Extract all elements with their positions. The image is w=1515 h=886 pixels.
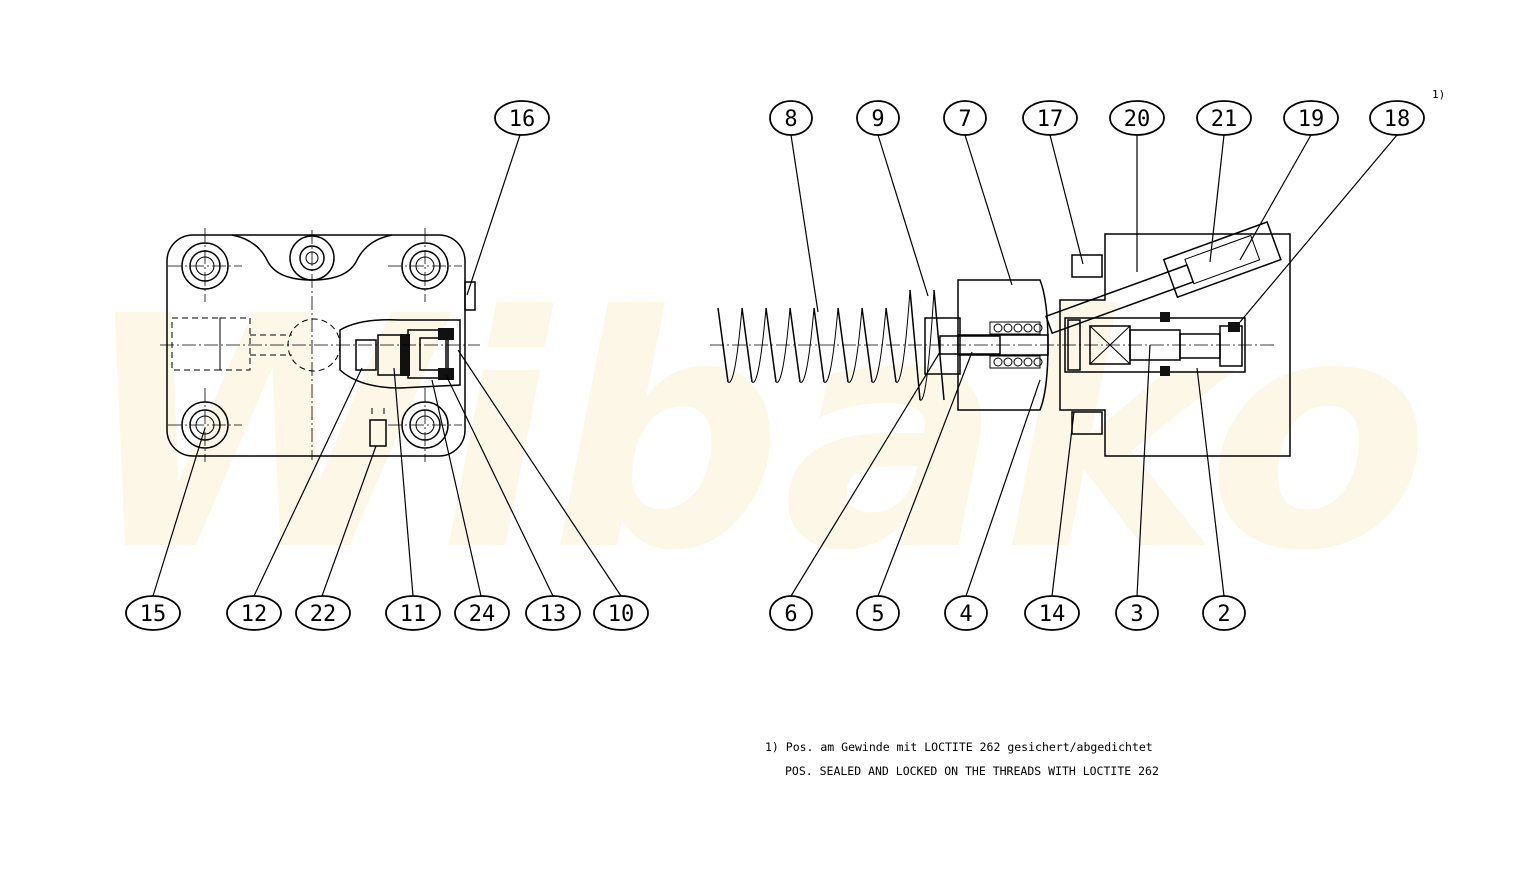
balloon-19: 19 xyxy=(1283,100,1339,136)
balloon-4: 4 xyxy=(944,595,988,631)
balloon-17: 17 xyxy=(1022,100,1078,136)
balloon-18: 18 xyxy=(1369,100,1425,136)
svg-text:17: 17 xyxy=(1037,107,1064,132)
part-22 xyxy=(369,419,387,447)
svg-text:14: 14 xyxy=(1039,602,1066,627)
left-end-view xyxy=(160,228,480,462)
balloon-21: 21 xyxy=(1196,100,1252,136)
balloon-11: 11 xyxy=(385,595,441,631)
svg-text:22: 22 xyxy=(310,602,337,627)
svg-text:16: 16 xyxy=(509,107,536,132)
svg-text:11: 11 xyxy=(400,602,427,627)
svg-text:3: 3 xyxy=(1130,602,1143,627)
balloon-7: 7 xyxy=(943,100,987,136)
balloon-12: 12 xyxy=(226,595,282,631)
watermark-text: Wibako xyxy=(80,249,1430,621)
leader-lines xyxy=(152,134,1398,597)
right-section-view xyxy=(710,221,1291,457)
balloon-14: 14 xyxy=(1024,595,1080,631)
svg-text:8: 8 xyxy=(784,107,797,132)
balloon-20: 20 xyxy=(1109,100,1165,136)
footnote-marker: 1) xyxy=(1432,88,1445,101)
balloon-22: 22 xyxy=(295,595,351,631)
hidden-bore xyxy=(171,317,221,371)
svg-text:19: 19 xyxy=(1298,107,1325,132)
angled-screw xyxy=(1045,221,1282,335)
balloon-3: 3 xyxy=(1115,595,1159,631)
svg-text:4: 4 xyxy=(959,602,972,627)
balloon-8: 8 xyxy=(769,100,813,136)
piston xyxy=(924,317,961,375)
svg-text:20: 20 xyxy=(1124,107,1151,132)
balloon-16: 16 xyxy=(494,100,550,136)
balloon-5: 5 xyxy=(856,595,900,631)
balloon-10: 10 xyxy=(593,595,649,631)
svg-text:21: 21 xyxy=(1211,107,1238,132)
svg-text:12: 12 xyxy=(241,602,268,627)
note-german: 1) Pos. am Gewinde mit LOCTITE 262 gesic… xyxy=(765,740,1153,754)
balloon-2: 2 xyxy=(1202,595,1246,631)
svg-text:9: 9 xyxy=(871,107,884,132)
plate-outline xyxy=(166,234,466,457)
svg-text:24: 24 xyxy=(469,602,496,627)
balloon-9: 9 xyxy=(856,100,900,136)
balloon-24: 24 xyxy=(454,595,510,631)
balloon-6: 6 xyxy=(769,595,813,631)
balloon-13: 13 xyxy=(525,595,581,631)
svg-text:6: 6 xyxy=(784,602,797,627)
svg-text:5: 5 xyxy=(871,602,884,627)
svg-text:10: 10 xyxy=(608,602,635,627)
note-english: POS. SEALED AND LOCKED ON THE THREADS WI… xyxy=(785,764,1159,778)
fitting-16 xyxy=(464,281,476,311)
balloon-15: 15 xyxy=(125,595,181,631)
svg-text:15: 15 xyxy=(140,602,167,627)
svg-text:7: 7 xyxy=(958,107,971,132)
watermark-logo: Wibako xyxy=(80,249,1430,621)
section-cartridge xyxy=(339,318,461,389)
svg-text:13: 13 xyxy=(540,602,567,627)
svg-text:18: 18 xyxy=(1384,107,1411,132)
svg-text:2: 2 xyxy=(1217,602,1230,627)
